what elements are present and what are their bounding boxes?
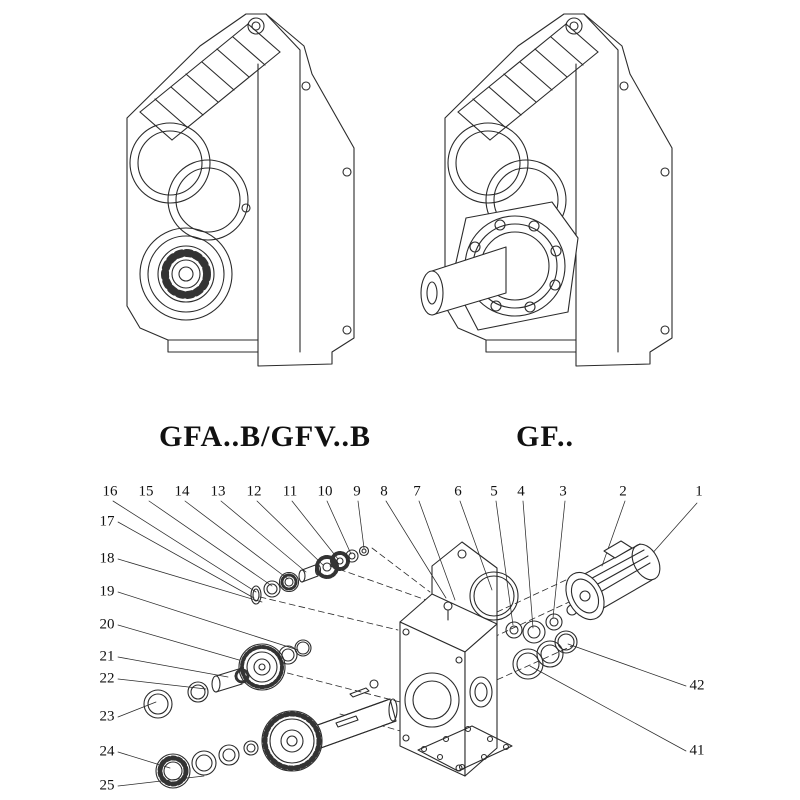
callout-17: 17	[99, 513, 115, 530]
callout-13: 13	[210, 483, 226, 500]
input-shaft-train	[250, 545, 370, 605]
callout-15: 15	[138, 483, 154, 500]
gearbox-right-drawing	[420, 13, 673, 367]
output-bearing	[139, 227, 233, 321]
callout-24: 24	[99, 743, 115, 760]
callout-25: 25	[99, 777, 115, 794]
callout-8: 8	[380, 483, 388, 500]
callout-3: 3	[559, 483, 567, 500]
callout-19: 19	[99, 583, 115, 600]
cooling-ribs	[139, 23, 281, 141]
callout-6: 6	[454, 483, 462, 500]
intermediate-gear-group	[143, 639, 312, 719]
leader-lines	[112, 500, 698, 787]
callout-21: 21	[99, 648, 115, 665]
model-label-left: GFA..B/GFV..B	[159, 420, 371, 453]
callout-11: 11	[282, 483, 298, 500]
lifting-hole-icon	[247, 17, 265, 35]
callout-2: 2	[619, 483, 627, 500]
output-gear-shaft	[261, 679, 398, 772]
callout-42: 42	[689, 677, 705, 694]
callout-22: 22	[99, 670, 115, 687]
callout-23: 23	[99, 708, 115, 725]
callout-41: 41	[689, 742, 705, 759]
callout-14: 14	[174, 483, 190, 500]
gearbox-left-drawing	[126, 13, 355, 367]
model-label-right: GF..	[516, 420, 574, 453]
cover-and-rings	[469, 571, 578, 680]
gasket	[417, 725, 513, 772]
input-bores	[447, 122, 567, 241]
input-bores	[129, 122, 249, 241]
exploded-diagram	[112, 500, 698, 789]
callout-10: 10	[317, 483, 333, 500]
callout-5: 5	[490, 483, 498, 500]
callout-20: 20	[99, 616, 115, 633]
bearing-ring-set	[155, 740, 259, 789]
housing	[399, 541, 498, 777]
cooling-ribs	[457, 23, 599, 141]
callout-18: 18	[99, 550, 115, 567]
output-shaft	[420, 246, 507, 316]
lifting-hole-icon	[565, 17, 583, 35]
callout-7: 7	[413, 483, 421, 500]
callout-12: 12	[246, 483, 262, 500]
callout-4: 4	[517, 483, 525, 500]
motor-drawing	[565, 540, 661, 621]
callout-16: 16	[102, 483, 118, 500]
callout-9: 9	[353, 483, 361, 500]
callout-1: 1	[695, 483, 703, 500]
